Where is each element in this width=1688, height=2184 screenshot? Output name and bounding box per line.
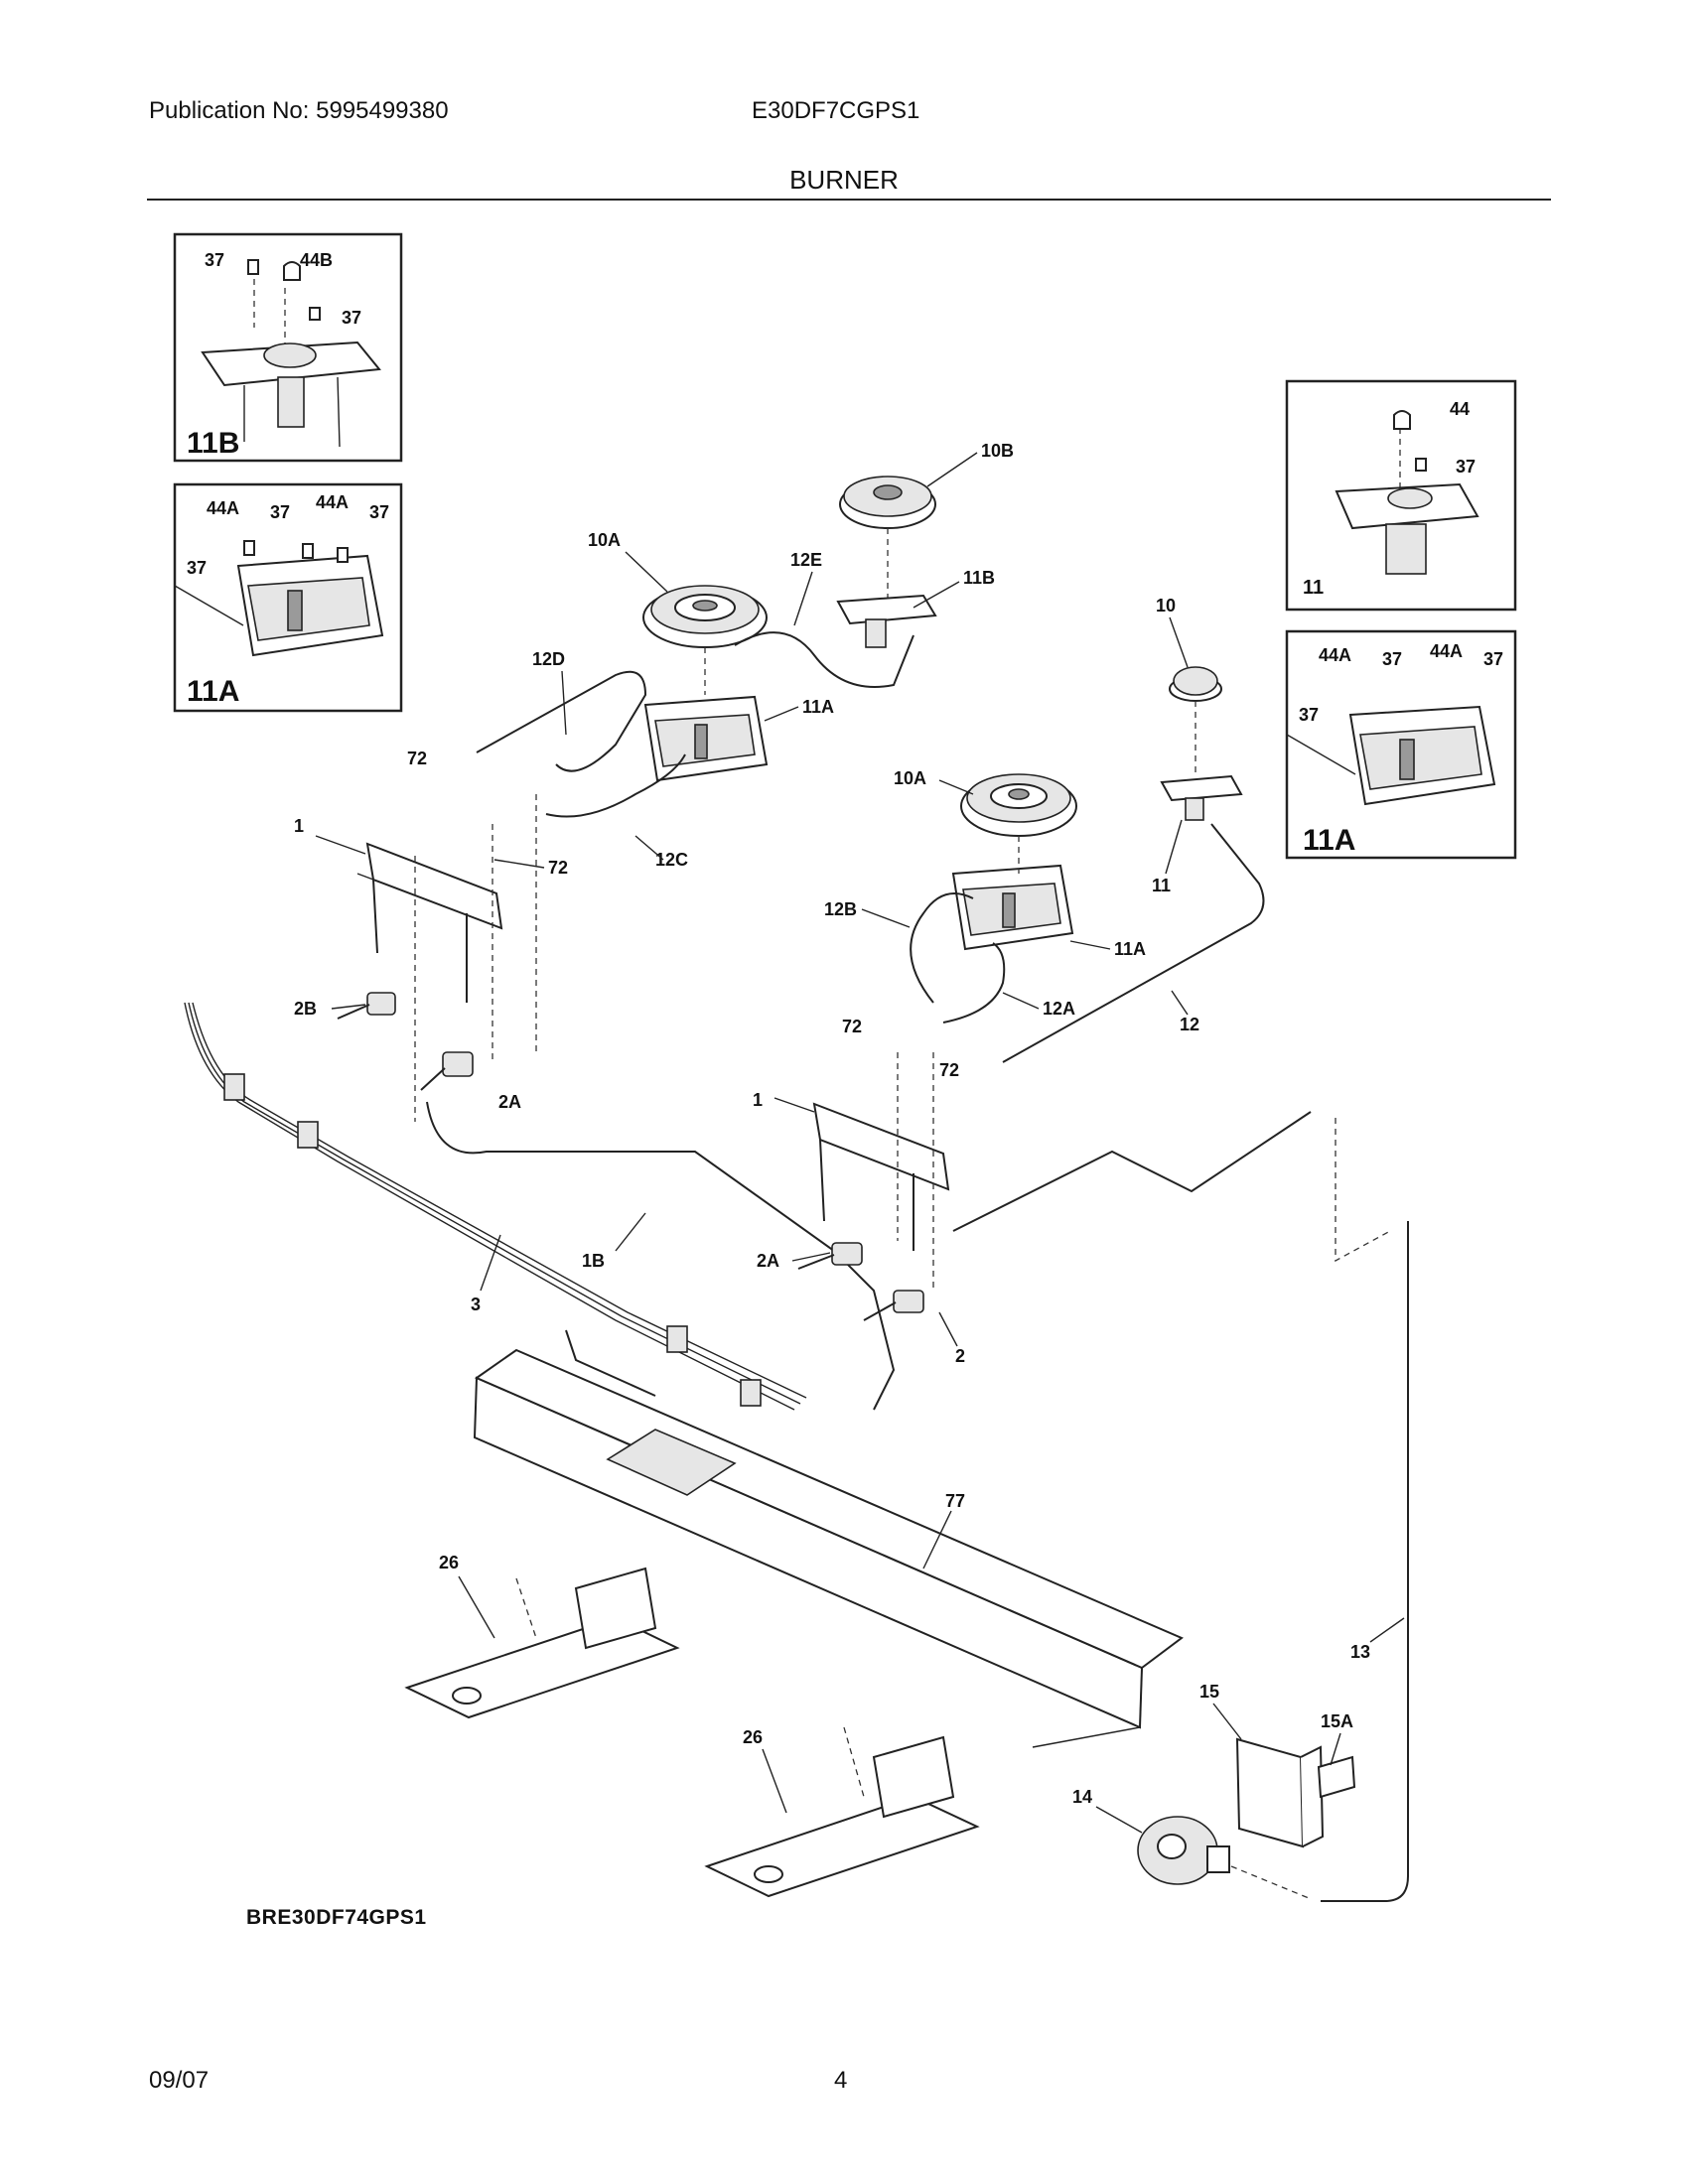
pressure-regulator-14	[1137, 1816, 1310, 1899]
leader-regulator-to-tube	[1335, 1118, 1391, 1263]
heat-shield-26-left	[404, 1567, 680, 1719]
callouts: 10B 10A 12E 11B 10 12D 11A 72 1 72 12C 1…	[294, 441, 1370, 1807]
valve-2a-left	[420, 1051, 474, 1091]
inset-11b-label-37b: 37	[342, 308, 361, 328]
callout-12c: 12C	[655, 850, 688, 870]
burner-10b	[839, 476, 936, 606]
callout-10a-top: 10A	[588, 530, 621, 550]
inset-11a-left: 44A 37 44A 37 37 11A	[173, 482, 403, 713]
burner-10a-mid	[960, 773, 1077, 837]
support-channel-77	[473, 1329, 1184, 1748]
inset-11-label-44: 44	[1450, 399, 1470, 419]
callout-72-a: 72	[407, 749, 427, 768]
inset-11a-left-label-44a-a: 44A	[207, 498, 239, 518]
inset-11a-right: 44A 37 44A 37 37 11A	[1285, 629, 1517, 860]
burner-base-11	[1160, 774, 1243, 821]
header-rule	[147, 199, 1551, 201]
tube-12d	[476, 670, 647, 772]
regulator-bracket-15	[1235, 1737, 1325, 1848]
callout-12e: 12E	[790, 550, 822, 570]
wire-harness-3	[184, 1002, 807, 1411]
callout-72-d: 72	[939, 1060, 959, 1080]
burner-10a-top	[642, 585, 768, 648]
callout-72-b: 72	[548, 858, 568, 878]
model-number: E30DF7CGPS1	[752, 97, 920, 124]
inset-11: 44 37 11	[1285, 379, 1517, 612]
inset-11a-right-label-44a-b: 44A	[1430, 641, 1463, 661]
callout-13: 13	[1350, 1642, 1370, 1662]
valve-2b	[337, 992, 396, 1020]
inset-11-title: 11	[1303, 577, 1324, 599]
inset-11a-left-label-37b: 37	[369, 502, 389, 522]
publication-number: Publication No: 5995499380	[149, 97, 449, 124]
callout-12b: 12B	[824, 899, 857, 919]
callout-15a: 15A	[1321, 1711, 1353, 1731]
heat-shield-26-right	[704, 1726, 980, 1898]
tube-12b	[910, 892, 974, 1004]
callout-15: 15	[1199, 1682, 1219, 1702]
callout-10b: 10B	[981, 441, 1014, 461]
bracket-15a	[1317, 1755, 1356, 1799]
tube-12e	[734, 631, 914, 688]
tube-13	[1321, 1221, 1409, 1902]
callout-1b: 1B	[582, 1251, 605, 1271]
manifold-bracket-left	[356, 842, 503, 1003]
burner-base-11a-top	[643, 695, 769, 782]
inset-11a-right-label-37a: 37	[1382, 649, 1402, 669]
callout-11b: 11B	[963, 568, 995, 588]
callout-2a-left: 2A	[498, 1092, 521, 1112]
inset-11b-label-37a: 37	[205, 250, 224, 270]
section-title: BURNER	[789, 165, 899, 195]
callout-2a-right: 2A	[757, 1251, 779, 1271]
inset-11-label-37: 37	[1456, 457, 1476, 477]
diagram-code: BRE30DF74GPS1	[246, 1906, 427, 1929]
callout-26-b: 26	[743, 1727, 763, 1747]
footer-date: 09/07	[149, 2067, 210, 2094]
callout-10a-mid: 10A	[894, 768, 926, 788]
inset-11a-left-label-44a-b: 44A	[316, 492, 349, 512]
valve-2	[863, 1290, 924, 1321]
inset-11a-right-title: 11A	[1303, 824, 1355, 857]
burner-base-11b	[836, 594, 937, 648]
inset-11b: 37 44B 37 11B	[173, 232, 403, 463]
callout-11a-top: 11A	[802, 697, 834, 717]
tube-right-feed	[952, 1111, 1312, 1232]
page-number: 4	[834, 2067, 848, 2094]
callout-1-right: 1	[753, 1090, 763, 1110]
inset-11a-left-label-37a: 37	[270, 502, 290, 522]
callout-12: 12	[1180, 1015, 1199, 1034]
burner-10	[1169, 666, 1222, 774]
callout-1-left: 1	[294, 816, 304, 836]
callout-2: 2	[955, 1346, 965, 1366]
inset-11a-left-label-37c: 37	[187, 558, 207, 578]
inset-11a-right-label-37b: 37	[1483, 649, 1503, 669]
leader-lines	[315, 452, 1405, 1834]
callout-10: 10	[1156, 596, 1176, 615]
inset-11a-right-label-37c: 37	[1299, 705, 1319, 725]
manifold-bracket-right	[812, 1102, 950, 1251]
valve-2a-right	[797, 1242, 863, 1270]
callout-77: 77	[945, 1491, 965, 1511]
callout-14: 14	[1072, 1787, 1092, 1807]
callout-72-c: 72	[842, 1017, 862, 1036]
callout-26-a: 26	[439, 1553, 459, 1572]
callout-11: 11	[1152, 876, 1171, 895]
callout-2b: 2B	[294, 999, 317, 1019]
callout-3: 3	[471, 1295, 481, 1314]
inset-11b-title: 11B	[187, 427, 239, 460]
inset-11a-left-title: 11A	[187, 675, 239, 708]
callout-12d: 12D	[532, 649, 565, 669]
inset-11a-right-label-44a-a: 44A	[1319, 645, 1351, 665]
tube-12c	[545, 753, 686, 818]
tube-12	[1002, 823, 1265, 1063]
callout-12a: 12A	[1043, 999, 1075, 1019]
callout-11a-mid: 11A	[1114, 939, 1146, 959]
inset-11b-label-44b: 44B	[300, 250, 333, 270]
tube-12a	[942, 942, 1006, 1024]
burner-base-11a-mid	[951, 864, 1074, 951]
